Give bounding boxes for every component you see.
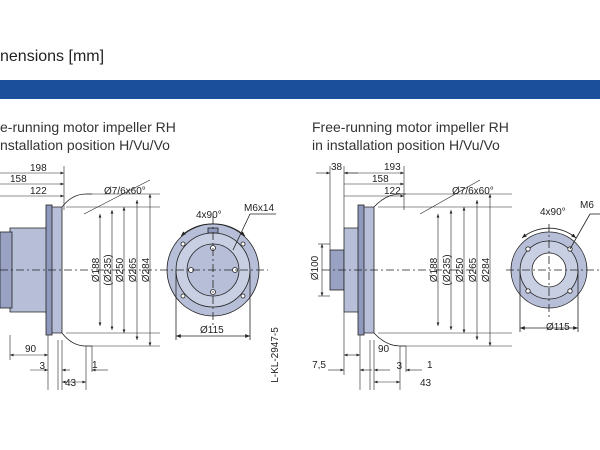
left-caption-line2: nstallation position H/Vu/Vo bbox=[0, 137, 170, 153]
left-dim-158: 158 bbox=[10, 174, 27, 185]
right-bolt-note: Ø7/6x60° bbox=[452, 186, 494, 197]
right-side-view bbox=[322, 193, 474, 347]
right-thread-note: M6 bbox=[580, 200, 594, 211]
left-dim-1: 1 bbox=[92, 360, 98, 371]
right-dim-38: 38 bbox=[331, 162, 343, 173]
right-dim-158: 158 bbox=[372, 174, 389, 185]
header-bar bbox=[0, 80, 600, 99]
right-dim-d284: Ø284 bbox=[481, 257, 492, 282]
left-dim-90: 90 bbox=[25, 344, 37, 355]
right-vertical-dims bbox=[378, 179, 512, 347]
left-dim-d265: Ø265 bbox=[128, 257, 139, 282]
right-dim-d100: Ø100 bbox=[310, 255, 321, 280]
left-dim-d235: (Ø235) bbox=[103, 254, 114, 285]
right-dim-1: 1 bbox=[427, 360, 433, 371]
left-bolt-note: Ø7/6x60° bbox=[104, 186, 146, 197]
right-horizontal-dims bbox=[316, 166, 422, 390]
right-dim-43: 43 bbox=[420, 378, 432, 389]
right-caption-line2: in installation position H/Vu/Vo bbox=[312, 137, 500, 153]
left-horizontal-dims bbox=[0, 166, 108, 390]
left-front-view bbox=[160, 213, 276, 340]
right-caption-line1: Free-running motor impeller RH bbox=[312, 119, 509, 135]
left-vertical-dims bbox=[66, 179, 160, 347]
right-dim-d250: Ø250 bbox=[455, 257, 466, 282]
right-dim-3: 3 bbox=[396, 361, 402, 372]
right-angle-note: 4x90° bbox=[540, 207, 566, 218]
right-front-view bbox=[506, 213, 600, 332]
left-angle-note: 4x90° bbox=[196, 210, 222, 221]
right-dim-193: 193 bbox=[384, 162, 401, 173]
left-dim-d250: Ø250 bbox=[115, 257, 126, 282]
left-dim-198: 198 bbox=[30, 163, 47, 174]
left-dim-d188: Ø188 bbox=[91, 257, 102, 282]
right-dim-7-5: 7,5 bbox=[312, 360, 326, 371]
section-title: nensions [mm] bbox=[0, 48, 105, 65]
right-dim-90: 90 bbox=[378, 344, 390, 355]
left-thread-note: M6x14 bbox=[244, 203, 274, 214]
right-dim-d188: Ø188 bbox=[429, 257, 440, 282]
right-hub-dim: Ø115 bbox=[546, 322, 570, 333]
left-dim-122: 122 bbox=[30, 186, 47, 197]
left-hub-dim: Ø115 bbox=[200, 325, 224, 336]
left-dim-43: 43 bbox=[65, 378, 77, 389]
left-caption-line1: e-running motor impeller RH bbox=[0, 119, 176, 135]
right-dim-d235: (Ø235) bbox=[442, 254, 453, 285]
right-dim-d265: Ø265 bbox=[468, 257, 479, 282]
left-dim-3: 3 bbox=[39, 361, 45, 372]
right-dim-122: 122 bbox=[384, 186, 401, 197]
left-dim-d284: Ø284 bbox=[141, 257, 152, 282]
left-side-view bbox=[0, 193, 160, 347]
drawing-code: L-KL-2947-5 bbox=[270, 327, 281, 383]
